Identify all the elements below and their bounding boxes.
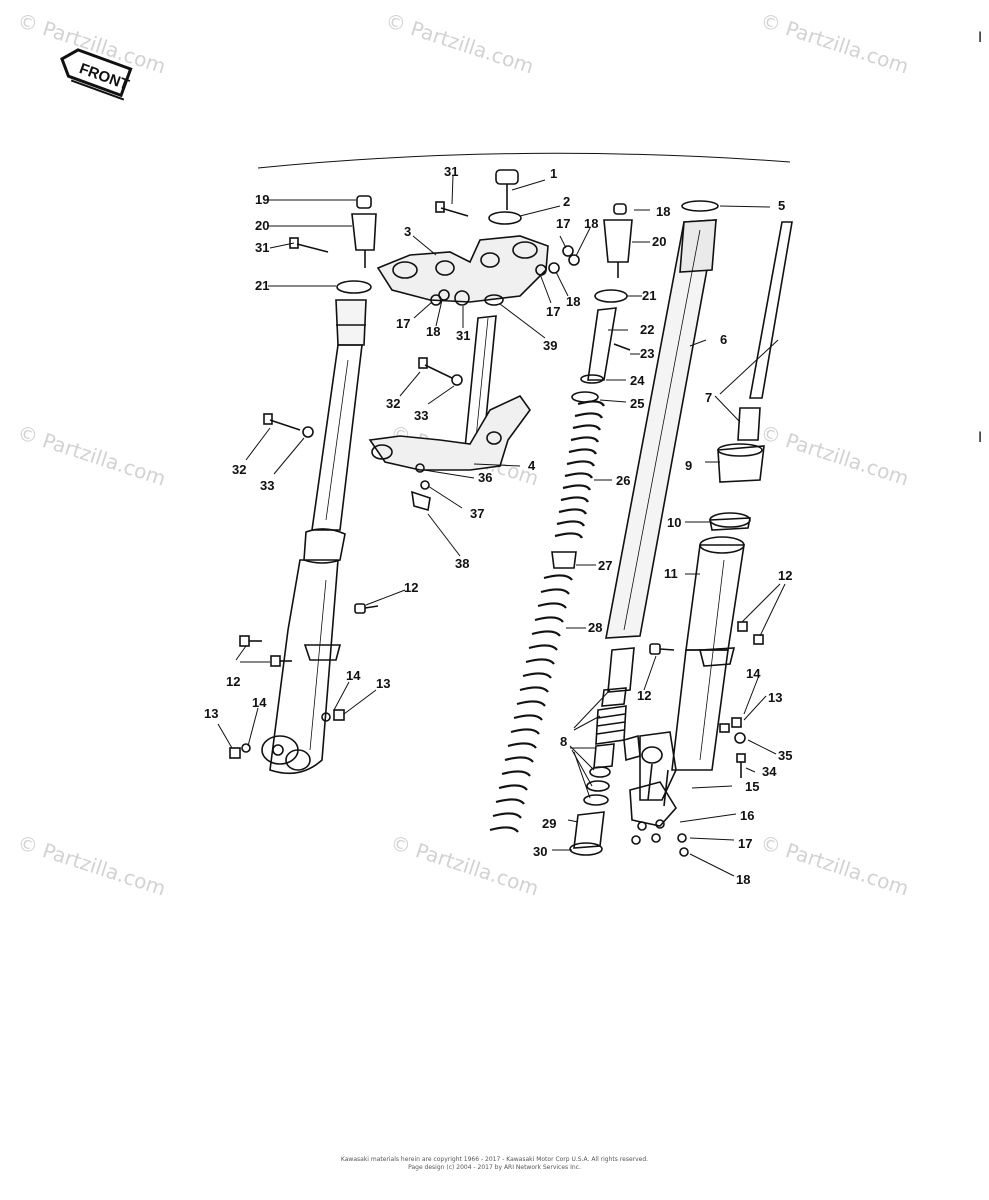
leader-lines — [217, 175, 786, 877]
callout-30: 30 — [533, 844, 547, 859]
callout-27: 27 — [598, 558, 612, 573]
callout-28: 28 — [588, 620, 602, 635]
callout-9: 9 — [685, 458, 692, 473]
callout-26: 26 — [616, 473, 630, 488]
callout-31: 31 — [444, 164, 458, 179]
callout-20: 20 — [255, 218, 269, 233]
callout-14: 14 — [252, 695, 267, 710]
margin-mark: I — [978, 430, 983, 446]
frame-curve — [257, 152, 791, 169]
callout-12: 12 — [778, 568, 792, 583]
callout-11: 11 — [664, 566, 678, 581]
callout-15: 15 — [745, 779, 759, 794]
callout-39: 39 — [543, 338, 557, 353]
callout-22: 22 — [640, 322, 654, 337]
damper-internals — [489, 289, 641, 856]
right-fork-assembly — [603, 200, 793, 857]
callout-12: 12 — [226, 674, 240, 689]
callout-13: 13 — [768, 690, 782, 705]
callout-18: 18 — [426, 324, 440, 339]
callout-38: 38 — [455, 556, 469, 571]
callout-25: 25 — [630, 396, 644, 411]
callout-17: 17 — [738, 836, 752, 851]
callout-18: 18 — [736, 872, 750, 887]
callout-labels: 1 2 3 4 5 6 7 8 9 10 11 12 12 12 12 13 1… — [204, 164, 792, 887]
left-fork-assembly — [261, 195, 377, 775]
front-direction-badge: FRONT — [60, 48, 133, 101]
callout-32: 32 — [232, 462, 246, 477]
callout-29: 29 — [542, 816, 556, 831]
callout-6: 6 — [720, 332, 727, 347]
callout-34: 34 — [762, 764, 777, 779]
callout-19: 19 — [255, 192, 269, 207]
callout-7: 7 — [705, 390, 712, 405]
margin-mark: I — [978, 30, 983, 46]
footer-page-design: Page design (c) 2004 - 2017 by ARI Netwo… — [408, 1164, 581, 1171]
callout-18: 18 — [584, 216, 598, 231]
callout-13: 13 — [204, 706, 218, 721]
triple-clamp-upper — [376, 169, 580, 306]
callout-17: 17 — [556, 216, 570, 231]
callout-20: 20 — [652, 234, 666, 249]
callout-32: 32 — [386, 396, 400, 411]
callout-23: 23 — [640, 346, 654, 361]
callout-3: 3 — [404, 224, 411, 239]
callout-5: 5 — [778, 198, 785, 213]
callout-33: 33 — [260, 478, 274, 493]
callout-18: 18 — [566, 294, 580, 309]
right-fasteners — [649, 621, 764, 778]
callout-36: 36 — [478, 470, 492, 485]
footer-copyright: Kawasaki materials herein are copyright … — [340, 1156, 649, 1163]
callout-1: 1 — [550, 166, 557, 181]
callout-13: 13 — [376, 676, 390, 691]
callout-31: 31 — [456, 328, 470, 343]
callout-33: 33 — [414, 408, 428, 423]
callout-8: 8 — [560, 734, 567, 749]
callout-37: 37 — [470, 506, 484, 521]
callout-17: 17 — [546, 304, 560, 319]
callout-16: 16 — [740, 808, 754, 823]
left-fasteners — [229, 201, 469, 759]
callout-17: 17 — [396, 316, 410, 331]
callout-14: 14 — [346, 668, 361, 683]
callout-10: 10 — [667, 515, 681, 530]
callout-4: 4 — [528, 458, 536, 473]
callout-24: 24 — [630, 373, 645, 388]
callout-18: 18 — [656, 204, 670, 219]
callout-21: 21 — [642, 288, 656, 303]
callout-35: 35 — [778, 748, 792, 763]
callout-21: 21 — [255, 278, 269, 293]
callout-14: 14 — [746, 666, 761, 681]
callout-12: 12 — [404, 580, 418, 595]
triple-clamp-lower — [368, 394, 531, 512]
callout-12: 12 — [637, 688, 651, 703]
callout-31: 31 — [255, 240, 269, 255]
callout-2: 2 — [563, 194, 570, 209]
